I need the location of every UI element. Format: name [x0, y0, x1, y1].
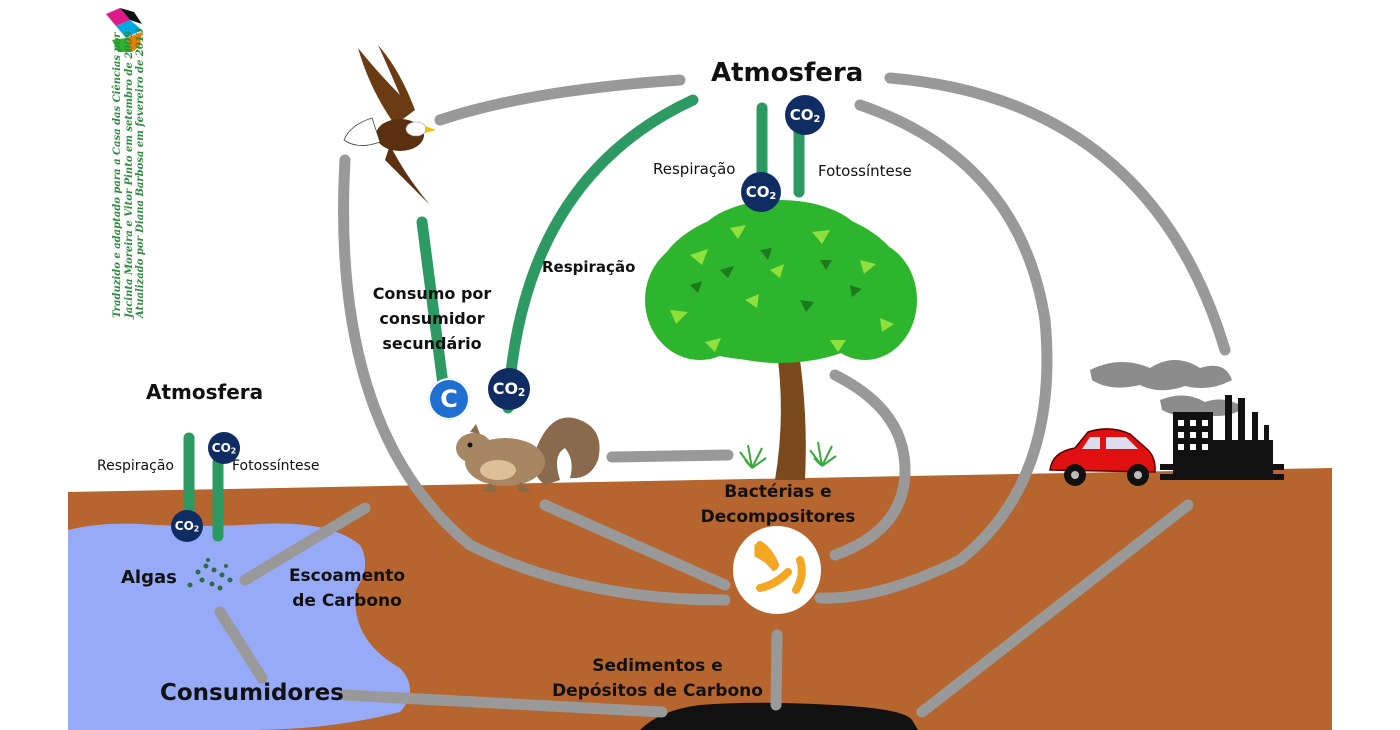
consumption-label: Consumo por consumidor secundário: [372, 281, 492, 356]
carbon-badge: C: [428, 378, 470, 420]
arrow-water-to-soil: [239, 502, 371, 586]
sediments-label: Sedimentos e Depósitos de Carbono: [545, 654, 770, 704]
credit-line-2: Jacinta Moreira e Vitor Pinto em setembr…: [123, 30, 135, 318]
arrow-left-loop-down: [338, 154, 731, 606]
sediments-line-1: Sedimentos e: [592, 656, 723, 676]
squirrel-image: [456, 417, 600, 492]
atmosphere-water-label: Atmosfera: [146, 380, 264, 404]
respiration-tree-label: Respiração: [653, 160, 736, 178]
arrow-algae-to-consumers: [214, 606, 268, 684]
carbon-deposit: [640, 702, 918, 730]
co2-badge-photosynthesis-water: CO2: [208, 432, 240, 464]
co2-badge-respiration-water: CO2: [171, 510, 203, 542]
co2-badge-respiration-tree: CO2: [741, 172, 781, 212]
photosynthesis-tree-label: Fotossíntese: [818, 162, 912, 180]
consumers-label: Consumidores: [160, 680, 344, 706]
co2-text: CO: [174, 519, 194, 533]
logo-image: [106, 8, 142, 52]
water-body: [68, 523, 410, 730]
co2-text: CO: [492, 379, 519, 398]
respiration-squirrel-label: Respiração: [542, 258, 636, 276]
arrow-consumption-eagle: [416, 216, 451, 406]
arrow-squirrel-to-tree: [606, 449, 734, 463]
arrow-sediment-to-factory: [916, 499, 1194, 718]
bacteria-line-1: Bactérias e: [724, 482, 832, 502]
grass-sprouts: [739, 441, 837, 469]
algae-label: Algas: [121, 567, 177, 588]
eagle-image: [343, 45, 436, 205]
co2-badge-photosynthesis-tree: CO2: [785, 95, 825, 135]
bacteria-label: Bactérias e Decompositores: [693, 480, 863, 530]
co2-subscript: 2: [518, 387, 526, 400]
factory-image: [1090, 360, 1284, 480]
bacteria-line-2: Decompositores: [700, 507, 856, 527]
sediments-line-2: Depósitos de Carbono: [552, 681, 763, 701]
arrow-atmosphere-to-left-loop: [434, 74, 686, 126]
co2-subscript: 2: [193, 524, 200, 534]
arrow-atmosphere-right: [884, 72, 1231, 356]
car-image: [1049, 428, 1156, 486]
arrow-right-loop: [814, 99, 1053, 604]
credit-line-1: Traduzido e adaptado para a Casa das Ciê…: [112, 32, 123, 318]
arrow-soil-to-bacteria: [539, 499, 731, 591]
runoff-line-2: de Carbono: [292, 591, 402, 611]
arrow-respiration-squirrel: [502, 94, 699, 414]
consumption-line-1: Consumo por: [372, 284, 492, 303]
arrow-consumers-to-sediment: [339, 689, 668, 718]
atmosphere-main-label: Atmosfera: [711, 58, 864, 88]
co2-text: CO: [745, 183, 770, 201]
arrow-tree-to-bacteria: [829, 369, 911, 561]
co2-badge-respiration-squirrel: CO2: [488, 368, 530, 410]
runoff-line-1: Escoamento: [288, 566, 406, 586]
co2-text: CO: [211, 441, 231, 455]
algae-dots: [187, 558, 233, 591]
runoff-label: Escoamento de Carbono: [282, 564, 412, 614]
co2-subscript: 2: [813, 113, 821, 125]
credit-line-3: Atualizado por Diana Barbosa em fevereir…: [135, 28, 146, 318]
co2-text: CO: [789, 106, 814, 124]
credit-text: Traduzido e adaptado para a Casa das Ciê…: [112, 28, 147, 318]
arrow-bacteria-to-sediment: [770, 629, 783, 711]
respiration-water-label: Respiração: [97, 458, 174, 474]
consumption-line-2: consumidor: [379, 309, 485, 328]
tree: [645, 200, 917, 480]
bacteria-circle: [733, 526, 821, 614]
photosynthesis-water-label: Fotossíntese: [232, 458, 320, 474]
co2-subscript: 2: [769, 190, 777, 202]
consumption-line-3: secundário: [382, 334, 482, 353]
co2-subscript: 2: [230, 446, 237, 456]
